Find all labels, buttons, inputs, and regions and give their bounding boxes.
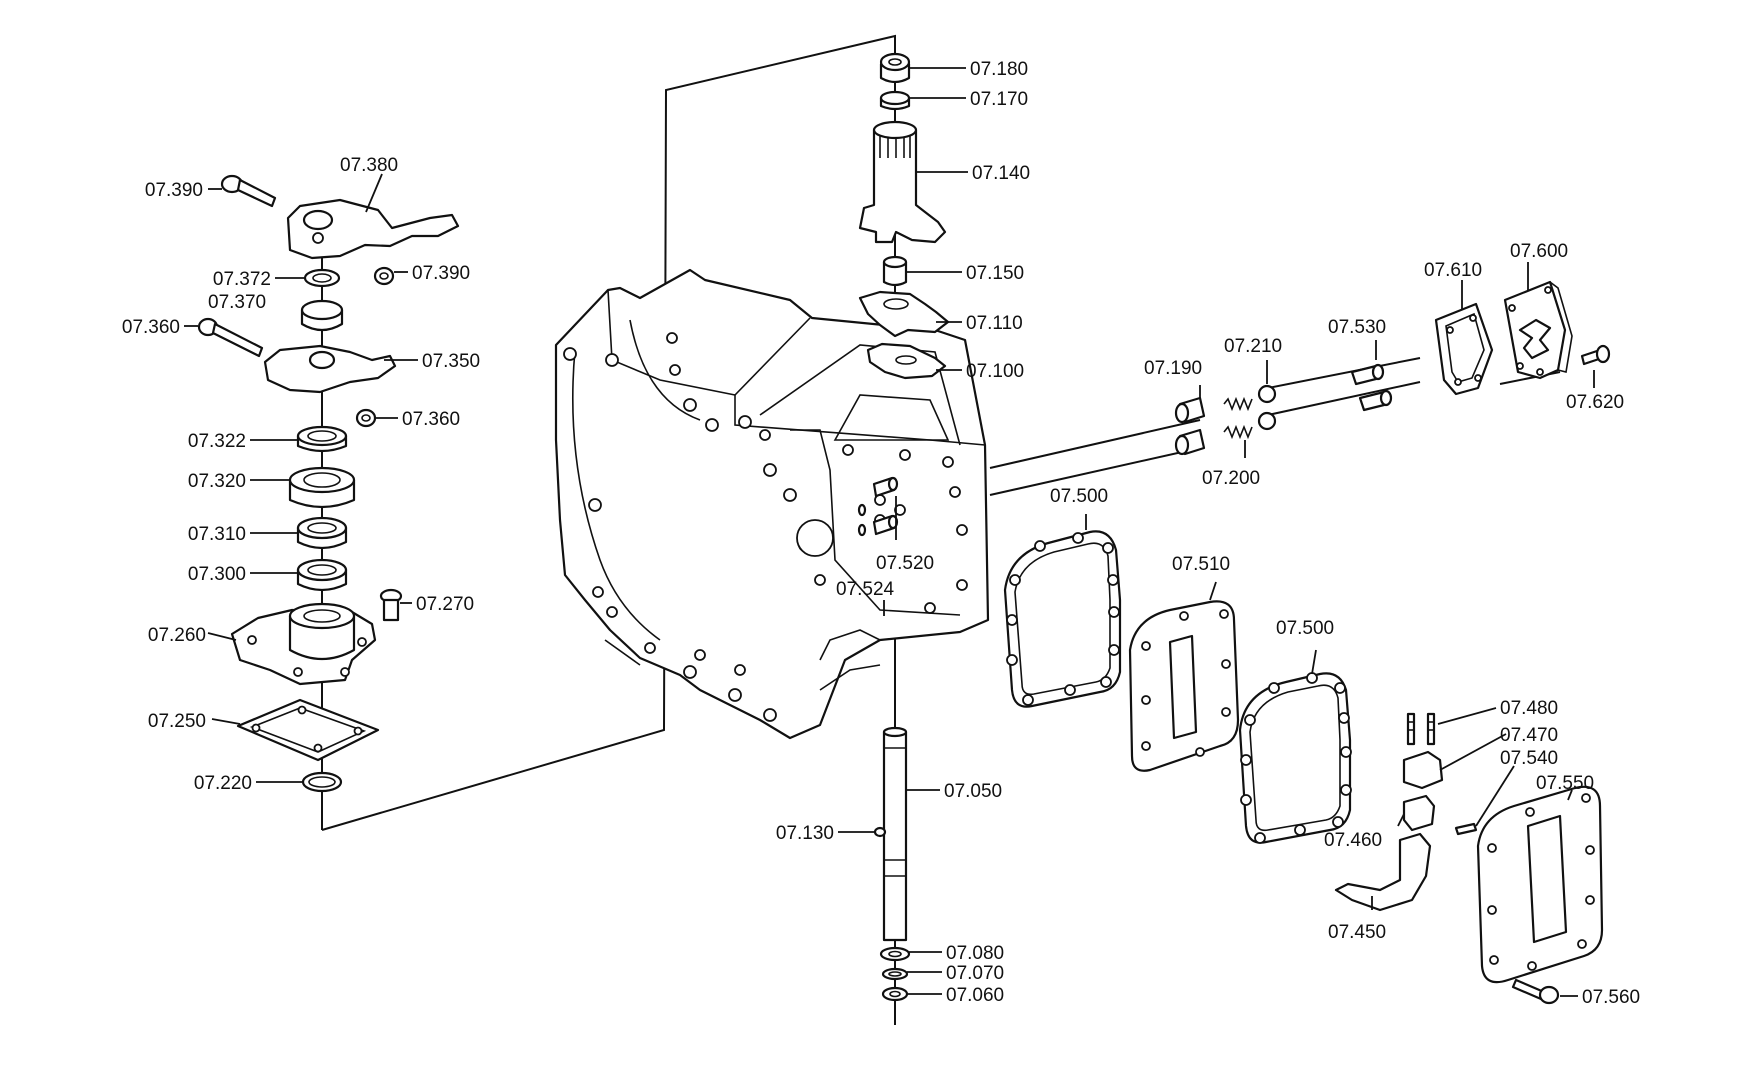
gasket-07-250 [236, 698, 380, 762]
block-07-470 [1402, 750, 1444, 790]
shift-rail-07-050 [882, 726, 908, 942]
label-07-360-upper: 07.360 [122, 317, 180, 338]
label-07-250: 07.250 [148, 711, 206, 732]
snap-ring-07-070 [881, 967, 909, 981]
label-07-170: 07.170 [970, 89, 1028, 110]
label-07-220: 07.220 [194, 773, 252, 794]
label-07-210: 07.210 [1224, 336, 1282, 357]
label-07-530: 07.530 [1328, 317, 1386, 338]
label-07-100: 07.100 [966, 361, 1024, 382]
label-07-200: 07.200 [1202, 468, 1260, 489]
label-07-600: 07.600 [1510, 241, 1568, 262]
transmission-housing [554, 268, 990, 740]
washer-07-060 [881, 986, 909, 1002]
shift-fork-07-450 [1334, 832, 1432, 912]
ring-07-170 [879, 90, 911, 111]
label-07-270: 07.270 [416, 594, 474, 615]
label-07-380: 07.380 [340, 155, 398, 176]
cover-plate-07-550 [1476, 785, 1604, 984]
label-07-510: 07.510 [1172, 554, 1230, 575]
seal-07-322 [296, 425, 348, 453]
label-07-500-upper: 07.500 [1050, 486, 1108, 507]
gasket-07-500-upper [1003, 530, 1122, 708]
label-07-540: 07.540 [1500, 748, 1558, 769]
gasket-07-500-lower [1238, 672, 1352, 844]
detent-springs-07-200 [1223, 396, 1253, 440]
label-07-550: 07.550 [1536, 773, 1594, 794]
label-07-180: 07.180 [970, 59, 1028, 80]
label-07-050: 07.050 [944, 781, 1002, 802]
gasket-07-610 [1434, 302, 1494, 396]
label-07-372: 07.372 [213, 269, 271, 290]
o-ring-07-220 [301, 771, 343, 793]
part-labels: 07.390 07.380 07.390 07.372 07.370 07.36… [122, 59, 1640, 1008]
shift-lever-07-350 [263, 344, 397, 394]
label-07-322: 07.322 [188, 431, 246, 452]
plate-07-510 [1128, 600, 1240, 772]
block-07-460 [1402, 794, 1436, 832]
pins-07-530 [1350, 363, 1393, 412]
label-07-300: 07.300 [188, 564, 246, 585]
selector-shaft-07-140 [858, 120, 947, 244]
washer-07-080 [879, 946, 911, 962]
label-07-360-lower: 07.360 [402, 409, 460, 430]
washer-07-372 [303, 268, 341, 288]
bolt-07-360a [197, 317, 264, 358]
sleeve-07-150 [882, 255, 908, 287]
pin-07-540 [1454, 822, 1478, 836]
label-07-310: 07.310 [188, 524, 246, 545]
label-07-390-lower: 07.390 [412, 263, 470, 284]
seal-07-300 [296, 558, 348, 592]
label-07-520: 07.520 [876, 553, 934, 574]
plug-07-270 [379, 588, 403, 622]
race-07-310 [296, 516, 348, 550]
nut-07-390b [373, 266, 395, 286]
pin-07-130 [873, 826, 887, 838]
plate-07-110 [858, 290, 950, 338]
label-07-390-upper: 07.390 [145, 180, 203, 201]
label-07-460: 07.460 [1324, 830, 1382, 851]
cover-07-600 [1503, 280, 1573, 380]
bolt-07-560 [1511, 978, 1560, 1005]
nut-07-360b [355, 408, 377, 428]
bearing-07-320 [288, 466, 356, 509]
detent-plungers-07-190 [1174, 396, 1206, 456]
cap-07-180 [879, 52, 911, 84]
plate-07-100 [866, 342, 947, 380]
label-07-140: 07.140 [972, 163, 1030, 184]
bushing-07-370 [300, 299, 344, 332]
label-07-190: 07.190 [1144, 358, 1202, 379]
label-07-470: 07.470 [1500, 725, 1558, 746]
label-07-370: 07.370 [208, 292, 266, 313]
pins-07-524 [857, 503, 867, 537]
label-07-130: 07.130 [776, 823, 834, 844]
label-07-500-lower: 07.500 [1276, 618, 1334, 639]
label-07-080: 07.080 [946, 943, 1004, 964]
label-07-524: 07.524 [836, 579, 895, 600]
cover-07-260 [230, 602, 377, 686]
label-07-610: 07.610 [1424, 260, 1482, 281]
label-07-350: 07.350 [422, 351, 480, 372]
leader-lines [184, 67, 1595, 997]
label-07-560: 07.560 [1582, 987, 1640, 1008]
label-07-150: 07.150 [966, 263, 1024, 284]
label-07-060: 07.060 [946, 985, 1004, 1006]
label-07-070: 07.070 [946, 963, 1004, 984]
bolt-07-390a [220, 174, 277, 208]
label-07-480: 07.480 [1500, 698, 1558, 719]
bolt-07-620 [1580, 344, 1611, 366]
detent-balls-07-210 [1257, 384, 1277, 431]
label-07-450: 07.450 [1328, 922, 1386, 943]
label-07-620: 07.620 [1566, 392, 1624, 413]
pins-07-480 [1406, 712, 1436, 746]
label-07-260: 07.260 [148, 625, 206, 646]
shift-lever-07-380 [286, 198, 460, 260]
label-07-320: 07.320 [188, 471, 246, 492]
studs-07-520 [872, 476, 899, 536]
label-07-110: 07.110 [966, 313, 1023, 334]
